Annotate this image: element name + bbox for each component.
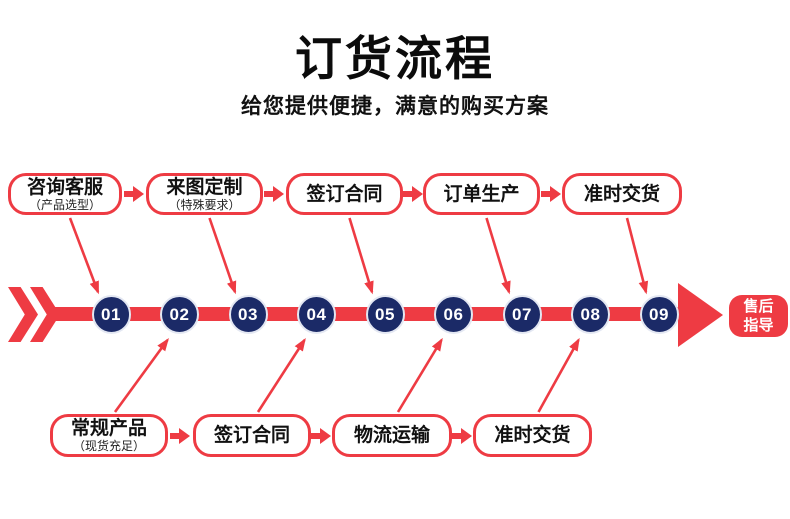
connector-arrow xyxy=(208,217,237,295)
step-number: 07 xyxy=(512,304,532,324)
bottom-step-box: 物流运输 xyxy=(332,414,452,457)
flow-step-note: （产品选型） xyxy=(28,197,101,212)
flow-step-label: 来图定制 xyxy=(166,176,243,198)
flow-step-label: 准时交货 xyxy=(583,183,660,205)
step-number: 03 xyxy=(238,304,258,324)
connector-arrow xyxy=(485,217,511,295)
top-step-box: 来图定制（特殊要求） xyxy=(146,173,263,215)
step-number: 05 xyxy=(375,304,395,324)
after-sales-label-line2: 指导 xyxy=(743,317,774,334)
page-subtitle: 给您提供便捷，满意的购买方案 xyxy=(241,95,549,118)
arrow-right-icon xyxy=(311,427,331,444)
step-number: 06 xyxy=(443,304,464,324)
arrow-right-icon xyxy=(264,186,284,202)
flow-step-label: 订单生产 xyxy=(443,183,520,205)
arrow-right-icon xyxy=(452,427,472,444)
arrow-right-icon xyxy=(402,186,423,202)
bottom-step-box: 签订合同 xyxy=(193,414,311,457)
step-circle: 03 xyxy=(228,295,268,334)
chevron-right-icon xyxy=(8,287,38,342)
connector-arrow xyxy=(68,217,100,295)
top-step-box: 签订合同 xyxy=(286,173,403,215)
step-circle: 08 xyxy=(571,295,610,334)
after-sales-label-line1: 售后 xyxy=(743,298,774,315)
arrow-right-icon xyxy=(678,283,723,347)
step-number: 04 xyxy=(306,304,327,324)
connector-arrow xyxy=(256,337,306,413)
step-circle: 05 xyxy=(365,295,405,334)
top-step-box: 订单生产 xyxy=(423,173,540,215)
step-number: 08 xyxy=(580,304,601,324)
flow-step-note: （现货充足） xyxy=(72,439,145,453)
step-circle: 02 xyxy=(160,295,199,334)
flow-step-label: 常规产品 xyxy=(70,418,147,439)
flow-step-label: 物流运输 xyxy=(353,425,430,446)
step-number: 01 xyxy=(101,304,121,324)
connector-arrow xyxy=(113,338,169,413)
connector-arrow xyxy=(348,217,374,295)
step-circle: 04 xyxy=(297,295,336,334)
top-step-box: 咨询客服（产品选型） xyxy=(8,173,122,215)
step-circle: 09 xyxy=(639,295,679,334)
step-circle: 07 xyxy=(502,295,542,334)
flow-step-label: 准时交货 xyxy=(494,425,571,446)
flow-step-label: 签订合同 xyxy=(306,183,383,205)
step-circle: 06 xyxy=(434,295,473,334)
top-step-box: 准时交货 xyxy=(562,173,682,215)
flow-step-label: 签订合同 xyxy=(213,425,290,446)
flow-step-label: 咨询客服 xyxy=(26,176,103,198)
after-sales-badge: 售后 指导 xyxy=(729,295,788,337)
page-title: 订货流程 xyxy=(295,32,495,85)
connector-arrow xyxy=(625,217,649,295)
arrow-right-icon xyxy=(123,186,144,202)
arrow-right-icon xyxy=(170,427,190,444)
bottom-step-box: 准时交货 xyxy=(473,414,592,457)
bottom-step-box: 常规产品（现货充足） xyxy=(50,414,168,457)
step-number: 02 xyxy=(169,304,190,324)
flow-step-note: （特殊要求） xyxy=(168,197,241,212)
step-circle: 01 xyxy=(91,295,131,334)
connector-arrow xyxy=(537,337,580,413)
step-number: 09 xyxy=(649,304,669,324)
connector-arrow xyxy=(396,337,443,413)
arrow-right-icon xyxy=(540,186,561,202)
